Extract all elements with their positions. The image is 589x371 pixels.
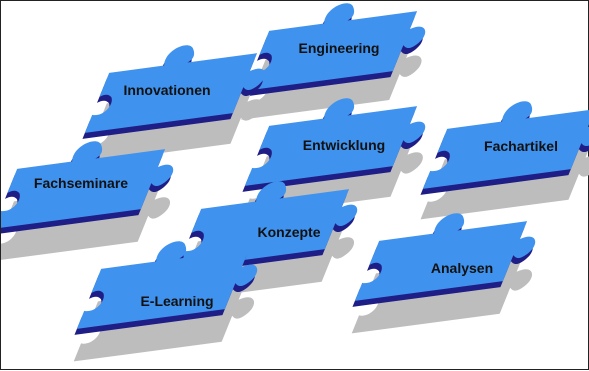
label-fachseminare: Fachseminare (34, 175, 128, 191)
label-analysen: Analysen (431, 260, 493, 276)
label-innovationen: Innovationen (123, 82, 210, 98)
label-engineering: Engineering (299, 40, 380, 56)
label-fachartikel: Fachartikel (484, 138, 558, 154)
label-konzepte: Konzepte (258, 224, 321, 240)
label-entwicklung: Entwicklung (303, 137, 385, 153)
label-e-learning: E-Learning (140, 293, 213, 309)
